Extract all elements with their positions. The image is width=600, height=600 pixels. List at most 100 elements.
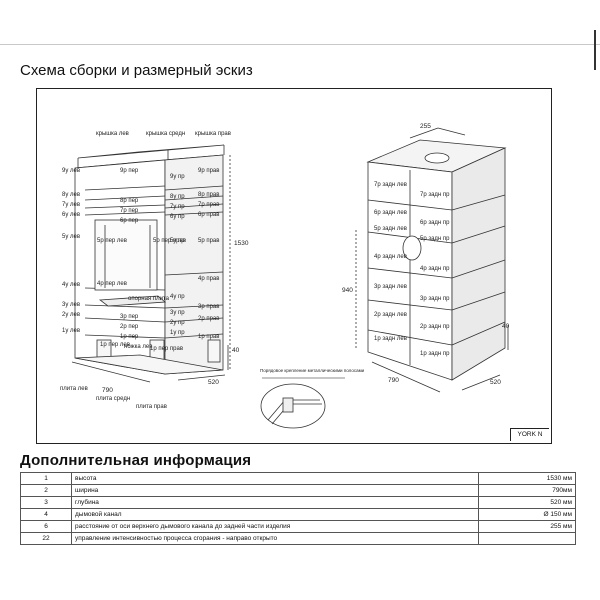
label-7r-front: 7р пер <box>120 208 139 214</box>
top-rule <box>0 44 600 45</box>
row-value: 1530 мм <box>478 472 576 485</box>
label-7u-right: 7у пр <box>170 204 185 210</box>
label-1r-front-right: 1р пер прав <box>150 346 183 352</box>
label-3r-back-left: 3р задн лев <box>374 284 407 290</box>
label-5r-back-right: 5р задн пр <box>420 236 450 242</box>
label-6u-left: 6у лев <box>62 212 80 218</box>
row-number: 6 <box>20 520 72 533</box>
row-label: высота <box>71 472 479 485</box>
label-7r-right: 7р прав <box>198 202 219 208</box>
row-label: расстояние от оси верхнего дымового кана… <box>71 520 479 533</box>
label-5r-front-left: 5р пер лев <box>97 238 127 244</box>
row-number: 22 <box>20 532 72 545</box>
label-6r-right: 6р прав <box>198 212 219 218</box>
label-4u-right: 4у пр <box>170 294 185 300</box>
row-value: 520 мм <box>478 496 576 509</box>
row-value: Ø 150 мм <box>478 508 576 521</box>
table-row: 1 высота 1530 мм <box>20 472 576 485</box>
dim-width-front: 790 <box>102 387 113 394</box>
label-3u-right: 3у пр <box>170 310 185 316</box>
row-number: 3 <box>20 496 72 509</box>
label-6r-front: 6р пер <box>120 218 139 224</box>
label-1r-back-left: 1р задн лев <box>374 336 407 342</box>
label-8r-front: 8р пер <box>120 198 139 204</box>
row-value: 255 мм <box>478 520 576 533</box>
row-value <box>478 532 576 545</box>
table-row: 6 расстояние от оси верхнего дымового ка… <box>20 520 576 533</box>
dim-width-back: 790 <box>388 377 399 384</box>
label-8u-left: 8у лев <box>62 192 80 198</box>
label-lid-left: крышка лев <box>96 131 129 137</box>
label-4r-back-right: 4р задн пр <box>420 266 450 272</box>
table-row: 3 глубина 520 мм <box>20 496 576 509</box>
label-plate-center: плита средн <box>96 396 130 402</box>
label-3r-back-right: 3р задн пр <box>420 296 450 302</box>
row-label: глубина <box>71 496 479 509</box>
label-4r-back-left: 4р задн лев <box>374 254 407 260</box>
label-9u-right: 9у пр <box>170 174 185 180</box>
label-2u-left: 2у лев <box>62 312 80 318</box>
table-row: 2 ширина 790мм <box>20 484 576 497</box>
row-label: ширина <box>71 484 479 497</box>
label-2u-right: 2у пр <box>170 320 185 326</box>
label-5u-left: 5у лев <box>62 234 80 240</box>
label-2r-front: 2р пер <box>120 324 139 330</box>
label-5u-right: 5у пр <box>170 238 185 244</box>
label-8u-right: 8у пр <box>170 194 185 200</box>
row-label: управление интенсивностью процесса сгора… <box>71 532 479 545</box>
section-title: Дополнительная информация <box>20 452 252 469</box>
label-5r-right: 5р прав <box>198 238 219 244</box>
label-7u-left: 7у лев <box>62 202 80 208</box>
label-3u-left: 3у лев <box>62 302 80 308</box>
table-row: 22 управление интенсивностью процесса сг… <box>20 532 576 545</box>
label-plate-left: плита лев <box>60 386 88 392</box>
page-title: Схема сборки и размерный эскиз <box>20 62 253 79</box>
label-leg-left: ножка лев <box>124 344 152 350</box>
row-value: 790мм <box>478 484 576 497</box>
label-1r-front: 1р пер <box>120 334 139 340</box>
label-8r-right: 8р прав <box>198 192 219 198</box>
dim-flue-height: 940 <box>342 287 353 294</box>
label-1u-left: 1у лев <box>62 328 80 334</box>
label-5r-front-right: 5р пер прав <box>153 238 186 244</box>
label-1u-right: 1у пр <box>170 330 185 336</box>
dim-flue-offset: 255 <box>420 123 431 130</box>
back-right-face <box>451 147 506 381</box>
dim-depth-back: 520 <box>490 379 501 386</box>
label-4r-front-left: 4р пер лев <box>97 281 127 287</box>
row-label: дымовой канал <box>71 508 479 521</box>
label-2r-back-left: 2р задн лев <box>374 312 407 318</box>
info-table: 1 высота 1530 мм 2 ширина 790мм 3 глубин… <box>20 472 576 545</box>
row-number: 4 <box>20 508 72 521</box>
label-7r-back-right: 7р задн пр <box>420 192 450 198</box>
label-lid-right: крышка прав <box>195 131 231 137</box>
label-1r-right: 1р прав <box>198 334 219 340</box>
label-6r-back-left: 6р задн лев <box>374 210 407 216</box>
row-number: 1 <box>20 472 72 485</box>
label-3r-right: 3р прав <box>198 304 219 310</box>
dim-depth-front: 520 <box>208 379 219 386</box>
label-6r-back-right: 6р задн пр <box>420 220 450 226</box>
label-2r-back-right: 2р задн пр <box>420 324 450 330</box>
label-9r-right: 9р прав <box>198 168 219 174</box>
model-label: YORK N <box>510 428 549 441</box>
dim-leg-front: 40 <box>232 347 240 354</box>
label-9r-front: 9р пер <box>120 168 139 174</box>
label-7r-back-left: 7р задн лев <box>374 182 407 188</box>
label-4u-left: 4у лев <box>62 282 80 288</box>
dim-height: 1530 <box>234 240 249 247</box>
label-3r-front: 3р пер <box>120 314 139 320</box>
detail-note: Порядовое крепление металлическими полос… <box>260 368 365 373</box>
label-1r-front-left: 1р пер лев <box>100 342 130 348</box>
label-5r-back-left: 5р задн лев <box>374 226 407 232</box>
label-2r-right: 2р прав <box>198 316 219 322</box>
label-support-plate: опорная плита <box>128 296 170 302</box>
page-edge-mark <box>594 30 596 70</box>
label-1r-back-right: 1р задн пр <box>420 351 450 357</box>
label-plate-right: плита прав <box>136 404 167 410</box>
row-number: 2 <box>20 484 72 497</box>
dim-leg-back: 40 <box>502 323 510 330</box>
label-lid-center: крышка средн <box>146 131 185 137</box>
label-6u-right: 6у пр <box>170 214 185 220</box>
